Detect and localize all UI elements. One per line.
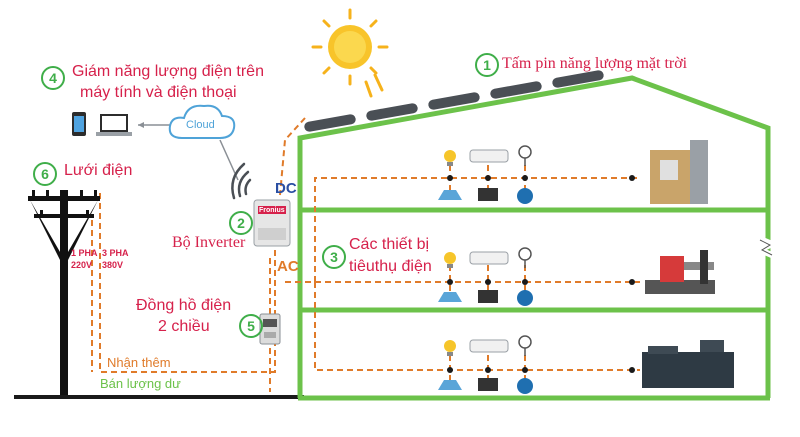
- air-conditioner-icon: [469, 339, 509, 353]
- step-number-5: 5: [239, 314, 263, 338]
- fan-icon: [518, 335, 532, 356]
- iron-icon: [438, 292, 462, 302]
- solar-panel-label: Tấm pin năng lượng mặt trời: [502, 55, 688, 72]
- utility-pole-icon: [28, 190, 100, 395]
- house-outline: [297, 75, 771, 401]
- step-number-4: 4: [41, 66, 65, 90]
- meter-icon: [259, 313, 281, 345]
- monitor-icon: [478, 290, 498, 303]
- fan-icon: [518, 247, 532, 268]
- cloud-icon: [168, 104, 236, 139]
- iron-icon: [438, 380, 462, 390]
- appliances: [438, 145, 533, 394]
- sell-label: Bán lượng dư: [100, 376, 181, 391]
- junction-dots: [447, 175, 635, 373]
- phase1-line2: 220V: [71, 260, 93, 270]
- devices-label-line2: tiêuthụ điện: [349, 258, 432, 275]
- industrial-machine-icon: [650, 140, 708, 204]
- inverter-label: Bộ Inverter: [172, 234, 246, 251]
- monitor-icon: [478, 188, 498, 201]
- cloud-label: Cloud: [186, 119, 215, 131]
- wifi-icon: [231, 162, 252, 200]
- monitor-label-line1: Giám năng lượng điện trên: [72, 63, 264, 80]
- water-pump-icon: [517, 188, 533, 204]
- step-number-3: 3: [322, 245, 346, 269]
- ground-line: [14, 395, 304, 399]
- wiring: [99, 117, 640, 392]
- light-bulb-icon: [444, 340, 456, 356]
- laptop-icon: [96, 114, 132, 136]
- devices-label-line1: Các thiết bị: [349, 236, 430, 253]
- generator-icon: [642, 340, 734, 388]
- meter-label-line2: 2 chiều: [158, 318, 210, 335]
- fan-icon: [518, 145, 532, 166]
- phase3-line1: 3 PHA: [102, 248, 129, 258]
- receive-label: Nhận thêm: [107, 355, 171, 370]
- solar-panel-icon: [304, 70, 604, 132]
- iron-icon: [438, 190, 462, 200]
- sun-icon: [311, 8, 389, 98]
- phase3-line2: 380V: [102, 260, 124, 270]
- light-bulb-icon: [444, 150, 456, 166]
- air-conditioner-icon: [469, 149, 509, 163]
- inverter-icon: [253, 199, 291, 247]
- step-number-2: 2: [229, 211, 253, 235]
- monitor-label-line2: máy tính và điện thoại: [80, 84, 237, 101]
- monitor-icon: [478, 378, 498, 391]
- light-bulb-icon: [444, 252, 456, 268]
- inverter-brand: Fronius: [259, 207, 285, 214]
- step-number-1: 1: [475, 53, 499, 77]
- phase1-line1: 1 PHA: [71, 248, 98, 258]
- meter-label-line1: Đồng hồ điện: [136, 297, 232, 314]
- air-conditioner-icon: [469, 251, 509, 265]
- step-number-6: 6: [33, 162, 57, 186]
- industrial-machine-icon: [645, 250, 715, 294]
- ac-label: AC: [277, 258, 299, 275]
- water-pump-icon: [517, 378, 533, 394]
- water-pump-icon: [517, 290, 533, 306]
- grid-label: Lưới điện: [64, 162, 133, 179]
- phone-icon: [72, 112, 86, 136]
- dc-label: DC: [275, 180, 297, 197]
